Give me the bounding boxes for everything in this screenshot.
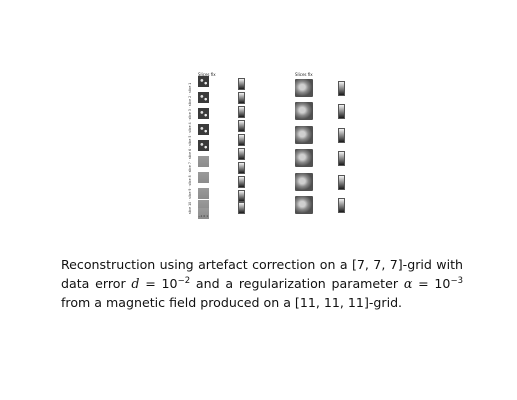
left-panel-title: Slices fix — [198, 72, 216, 77]
right-slice-thumbnail — [295, 126, 313, 144]
left-slice-axis-labels: slice 10 · slice 9 · slice 8 · slice 7 ·… — [188, 82, 192, 214]
left-slice-thumbnail — [198, 124, 209, 135]
figure-caption: Reconstruction using artefact correction… — [61, 257, 463, 310]
right-colorbar — [338, 198, 345, 213]
right-slice-thumbnail — [295, 173, 313, 191]
left-colorbar — [238, 120, 245, 132]
right-slice-thumbnail — [295, 196, 313, 214]
left-slice-thumbnail — [198, 208, 209, 219]
left-slice-thumbnail — [198, 172, 209, 183]
right-colorbar — [338, 175, 345, 190]
figure: Slices fix slice 10 · slice 9 · slice 8 … — [188, 72, 345, 219]
left-slice-thumbnail — [198, 92, 209, 103]
left-colorbar — [238, 148, 245, 160]
left-colorbar — [238, 202, 245, 214]
right-slice-thumbnail — [295, 149, 313, 167]
right-slice-thumbnail — [295, 102, 313, 120]
left-slice-thumbnail — [198, 108, 209, 119]
left-slice-thumbnail — [198, 188, 209, 199]
left-slice-thumbnail — [198, 200, 209, 211]
left-colorbar — [238, 134, 245, 146]
right-colorbar — [338, 104, 345, 119]
left-slice-thumbnail — [198, 76, 209, 87]
left-colorbar — [238, 92, 245, 104]
left-colorbar — [238, 190, 245, 202]
left-colorbar — [238, 176, 245, 188]
left-slice-thumbnail — [198, 156, 209, 167]
right-colorbar — [338, 81, 345, 96]
right-colorbar — [338, 128, 345, 143]
left-colorbar — [238, 78, 245, 90]
left-slice-thumbnail — [198, 140, 209, 151]
left-colorbar — [238, 106, 245, 118]
right-slice-thumbnail — [295, 79, 313, 97]
right-panel-title: Slices fix — [295, 72, 313, 77]
left-colorbar — [238, 162, 245, 174]
right-colorbar — [338, 151, 345, 166]
left-x-ticks: −1 0 1 — [198, 214, 209, 218]
